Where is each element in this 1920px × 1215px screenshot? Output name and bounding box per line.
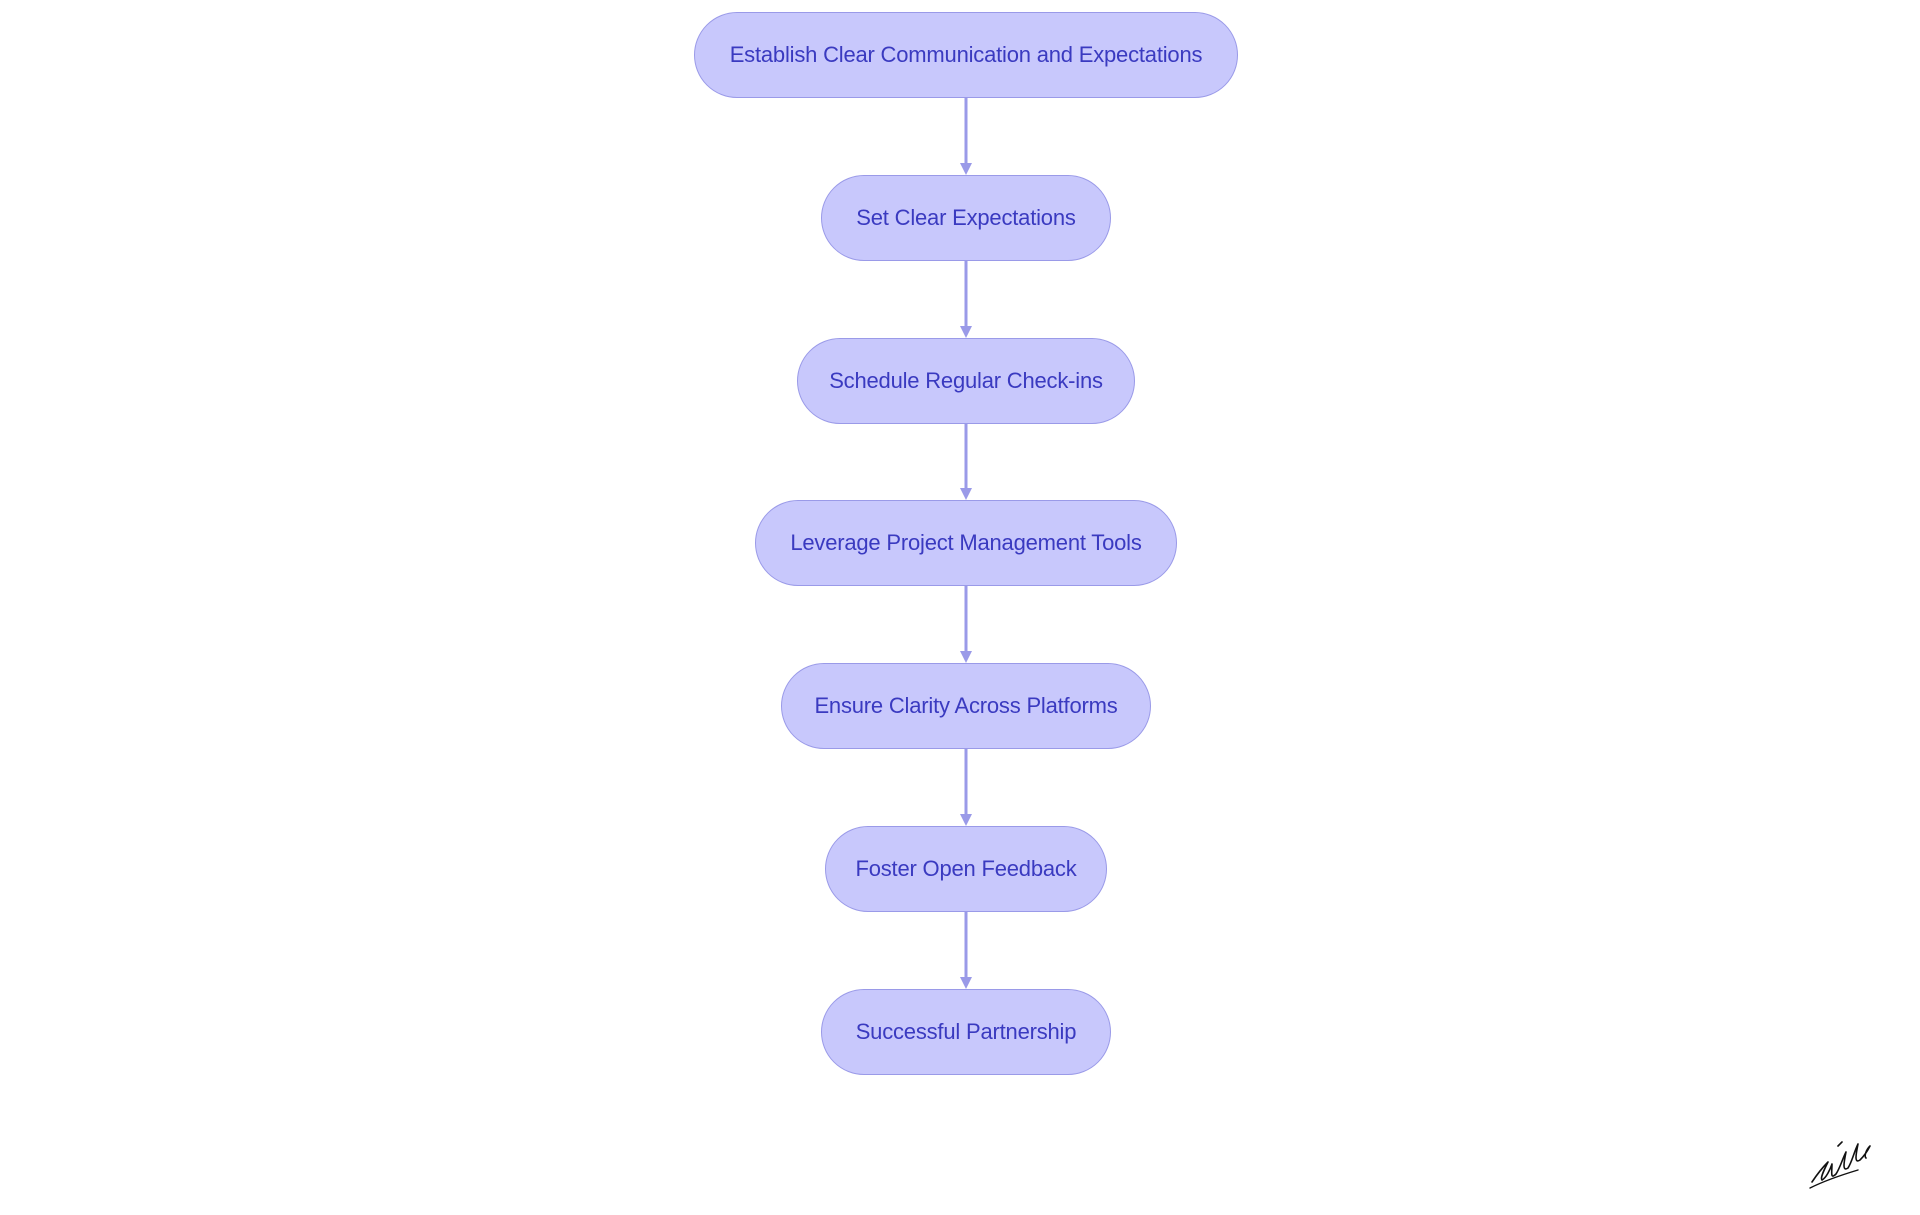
flow-node-label: Ensure Clarity Across Platforms	[814, 693, 1118, 718]
flow-node-foster-feedback[interactable]: Foster Open Feedback	[825, 826, 1107, 912]
flow-node-set-expectations[interactable]: Set Clear Expectations	[821, 175, 1111, 261]
flow-node-ensure-clarity[interactable]: Ensure Clarity Across Platforms	[781, 663, 1151, 749]
flow-node-establish-communication[interactable]: Establish Clear Communication and Expect…	[694, 12, 1238, 98]
flow-node-label: Establish Clear Communication and Expect…	[729, 42, 1203, 67]
flow-node-label: Successful Partnership	[855, 1019, 1077, 1044]
flow-node-label: Foster Open Feedback	[855, 856, 1077, 881]
flow-node-schedule-check-ins[interactable]: Schedule Regular Check-ins	[797, 338, 1135, 424]
flow-node-label: Leverage Project Management Tools	[790, 530, 1142, 555]
signature-logo	[1809, 1141, 1871, 1189]
flow-node-label: Schedule Regular Check-ins	[829, 368, 1103, 393]
flow-node-leverage-tools[interactable]: Leverage Project Management Tools	[755, 500, 1177, 586]
flow-node-successful-partnership[interactable]: Successful Partnership	[821, 989, 1111, 1075]
flow-node-label: Set Clear Expectations	[856, 205, 1076, 230]
